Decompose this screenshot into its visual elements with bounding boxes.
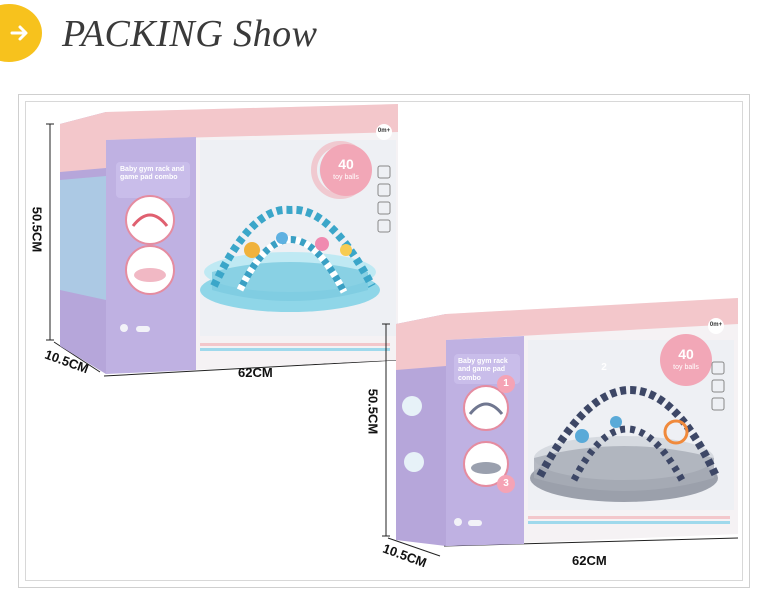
- page-title: PACKING Show: [62, 13, 318, 55]
- box2-step-2: 2: [601, 362, 607, 373]
- box2-age-badge: 0m+: [709, 322, 723, 328]
- product-box-1: [46, 104, 399, 377]
- box1-height-label: 50.5CM: [29, 206, 45, 253]
- box1-width-label: 62CM: [238, 365, 273, 380]
- box1-product-name: Baby gym rack and game pad combo: [120, 166, 185, 182]
- box1-age-badge: 0m+: [377, 128, 391, 134]
- box2-width-label: 62CM: [572, 553, 607, 568]
- box2-balls-count: 40: [678, 346, 694, 362]
- arrow-right-icon: [10, 25, 28, 41]
- box1-balls-label: toy balls: [333, 174, 359, 181]
- box2-step-1: 1: [503, 378, 509, 389]
- box2-product-name: Baby gym rack and game pad combo: [458, 358, 508, 382]
- box2-step-3: 3: [503, 478, 509, 489]
- box2-balls-label: toy balls: [673, 364, 699, 371]
- image-frame: [18, 94, 750, 588]
- box2-height-label: 50.5CM: [365, 388, 381, 435]
- product-box-2: [382, 298, 739, 557]
- box1-balls-count: 40: [338, 156, 354, 172]
- page-header: PACKING Show: [0, 0, 770, 70]
